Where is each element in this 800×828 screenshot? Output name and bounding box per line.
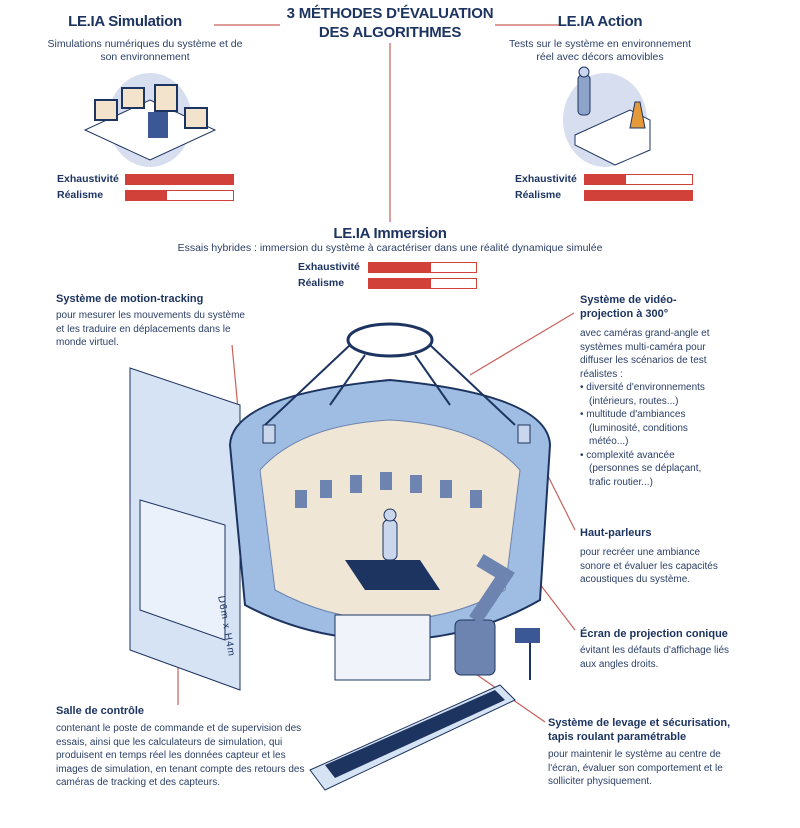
callout-body: pour maintenir le système au centre de l… xyxy=(548,749,723,787)
bullet-item: multitude d'ambiances (luminosité, condi… xyxy=(580,408,725,449)
metric-bar-exhaustivite-simulation xyxy=(125,174,234,185)
method-title-immersion: LE.IA Immersion xyxy=(333,225,447,242)
bar-fill xyxy=(126,191,167,200)
immersion-cylinder-illustration xyxy=(228,322,552,791)
metric-bar-realisme-immersion xyxy=(368,278,477,289)
method-description-immersion: Essais hybrides : immersion du système à… xyxy=(177,242,603,254)
method-title-simulation: LE.IA Simulation xyxy=(68,13,182,30)
metric-label: Réalisme xyxy=(57,189,104,201)
method-description-simulation: Simulations numériques du système et de … xyxy=(47,38,243,63)
bar-fill xyxy=(126,175,233,184)
simulation-illustration-icon xyxy=(83,73,217,167)
bullet-item: complexité avancée (personnes se déplaça… xyxy=(580,449,725,490)
bar-fill xyxy=(369,263,432,272)
metric-bar-exhaustivite-action xyxy=(584,174,693,185)
control-panel-icon xyxy=(515,628,540,680)
metric-bar-realisme-simulation xyxy=(125,190,234,201)
method-description-action: Tests sur le système en environnement ré… xyxy=(508,38,692,63)
callout-body: évitant les défauts d'affichage liés aux… xyxy=(580,645,730,670)
callout-speakers: Haut-parleurs pour recréer une ambiance … xyxy=(580,526,720,587)
bar-fill xyxy=(585,191,692,200)
bullet-item: diversité d'environnements (intérieurs, … xyxy=(580,381,725,408)
callout-conical-screen: Écran de projection conique évitant les … xyxy=(580,627,730,671)
callout-title: Système de motion-tracking xyxy=(56,293,204,305)
callout-body: avec caméras grand-angle et systèmes mul… xyxy=(580,327,725,489)
metric-bar-exhaustivite-immersion xyxy=(368,262,477,273)
metric-label: Réalisme xyxy=(298,277,345,289)
treadmill-icon xyxy=(345,560,440,590)
callout-motion-tracking: Système de motion-tracking pour mesurer … xyxy=(56,292,246,350)
metric-bar-realisme-action xyxy=(584,190,693,201)
metric-label: Exhaustivité xyxy=(57,173,119,185)
rail-icon xyxy=(309,684,516,791)
robot-icon xyxy=(382,508,398,561)
action-illustration-icon xyxy=(563,66,651,167)
callout-body: contenant le poste de commande et de sup… xyxy=(56,723,305,788)
method-title-action: LE.IA Action xyxy=(557,13,643,30)
callout-body: pour recréer une ambiance sonore et éval… xyxy=(580,547,718,585)
connector-lines xyxy=(177,24,576,723)
bar-fill xyxy=(369,279,432,288)
callout-text: avec caméras grand-angle et systèmes mul… xyxy=(580,328,710,380)
metric-label: Exhaustivité xyxy=(515,173,577,185)
metric-label: Exhaustivité xyxy=(298,261,360,273)
callout-video-projection: Système de vidéo-projection à 300° avec … xyxy=(580,293,725,489)
bar-fill xyxy=(585,175,626,184)
callout-title: Système de levage et sécurisation, tapis… xyxy=(548,717,731,743)
robot-arm-icon xyxy=(454,553,515,676)
speaker-icon xyxy=(517,424,531,444)
callout-title: Écran de projection conique xyxy=(580,628,728,640)
speaker-icon xyxy=(262,424,276,444)
callout-title: Haut-parleurs xyxy=(580,527,652,539)
metric-label: Réalisme xyxy=(515,189,562,201)
control-room-illustration xyxy=(129,367,241,691)
callout-body: pour mesurer les mouvements du système e… xyxy=(56,310,245,348)
page-title: 3 MÉTHODES D'ÉVALUATION DES ALGORITHMES xyxy=(286,5,494,41)
callout-lift-treadmill: Système de levage et sécurisation, tapis… xyxy=(548,716,738,789)
callout-title: Système de vidéo-projection à 300° xyxy=(580,294,677,320)
callout-title: Salle de contrôle xyxy=(56,705,145,717)
callout-control-room: Salle de contrôle contenant le poste de … xyxy=(56,704,306,790)
callout-bullets: diversité d'environnements (intérieurs, … xyxy=(580,381,725,489)
